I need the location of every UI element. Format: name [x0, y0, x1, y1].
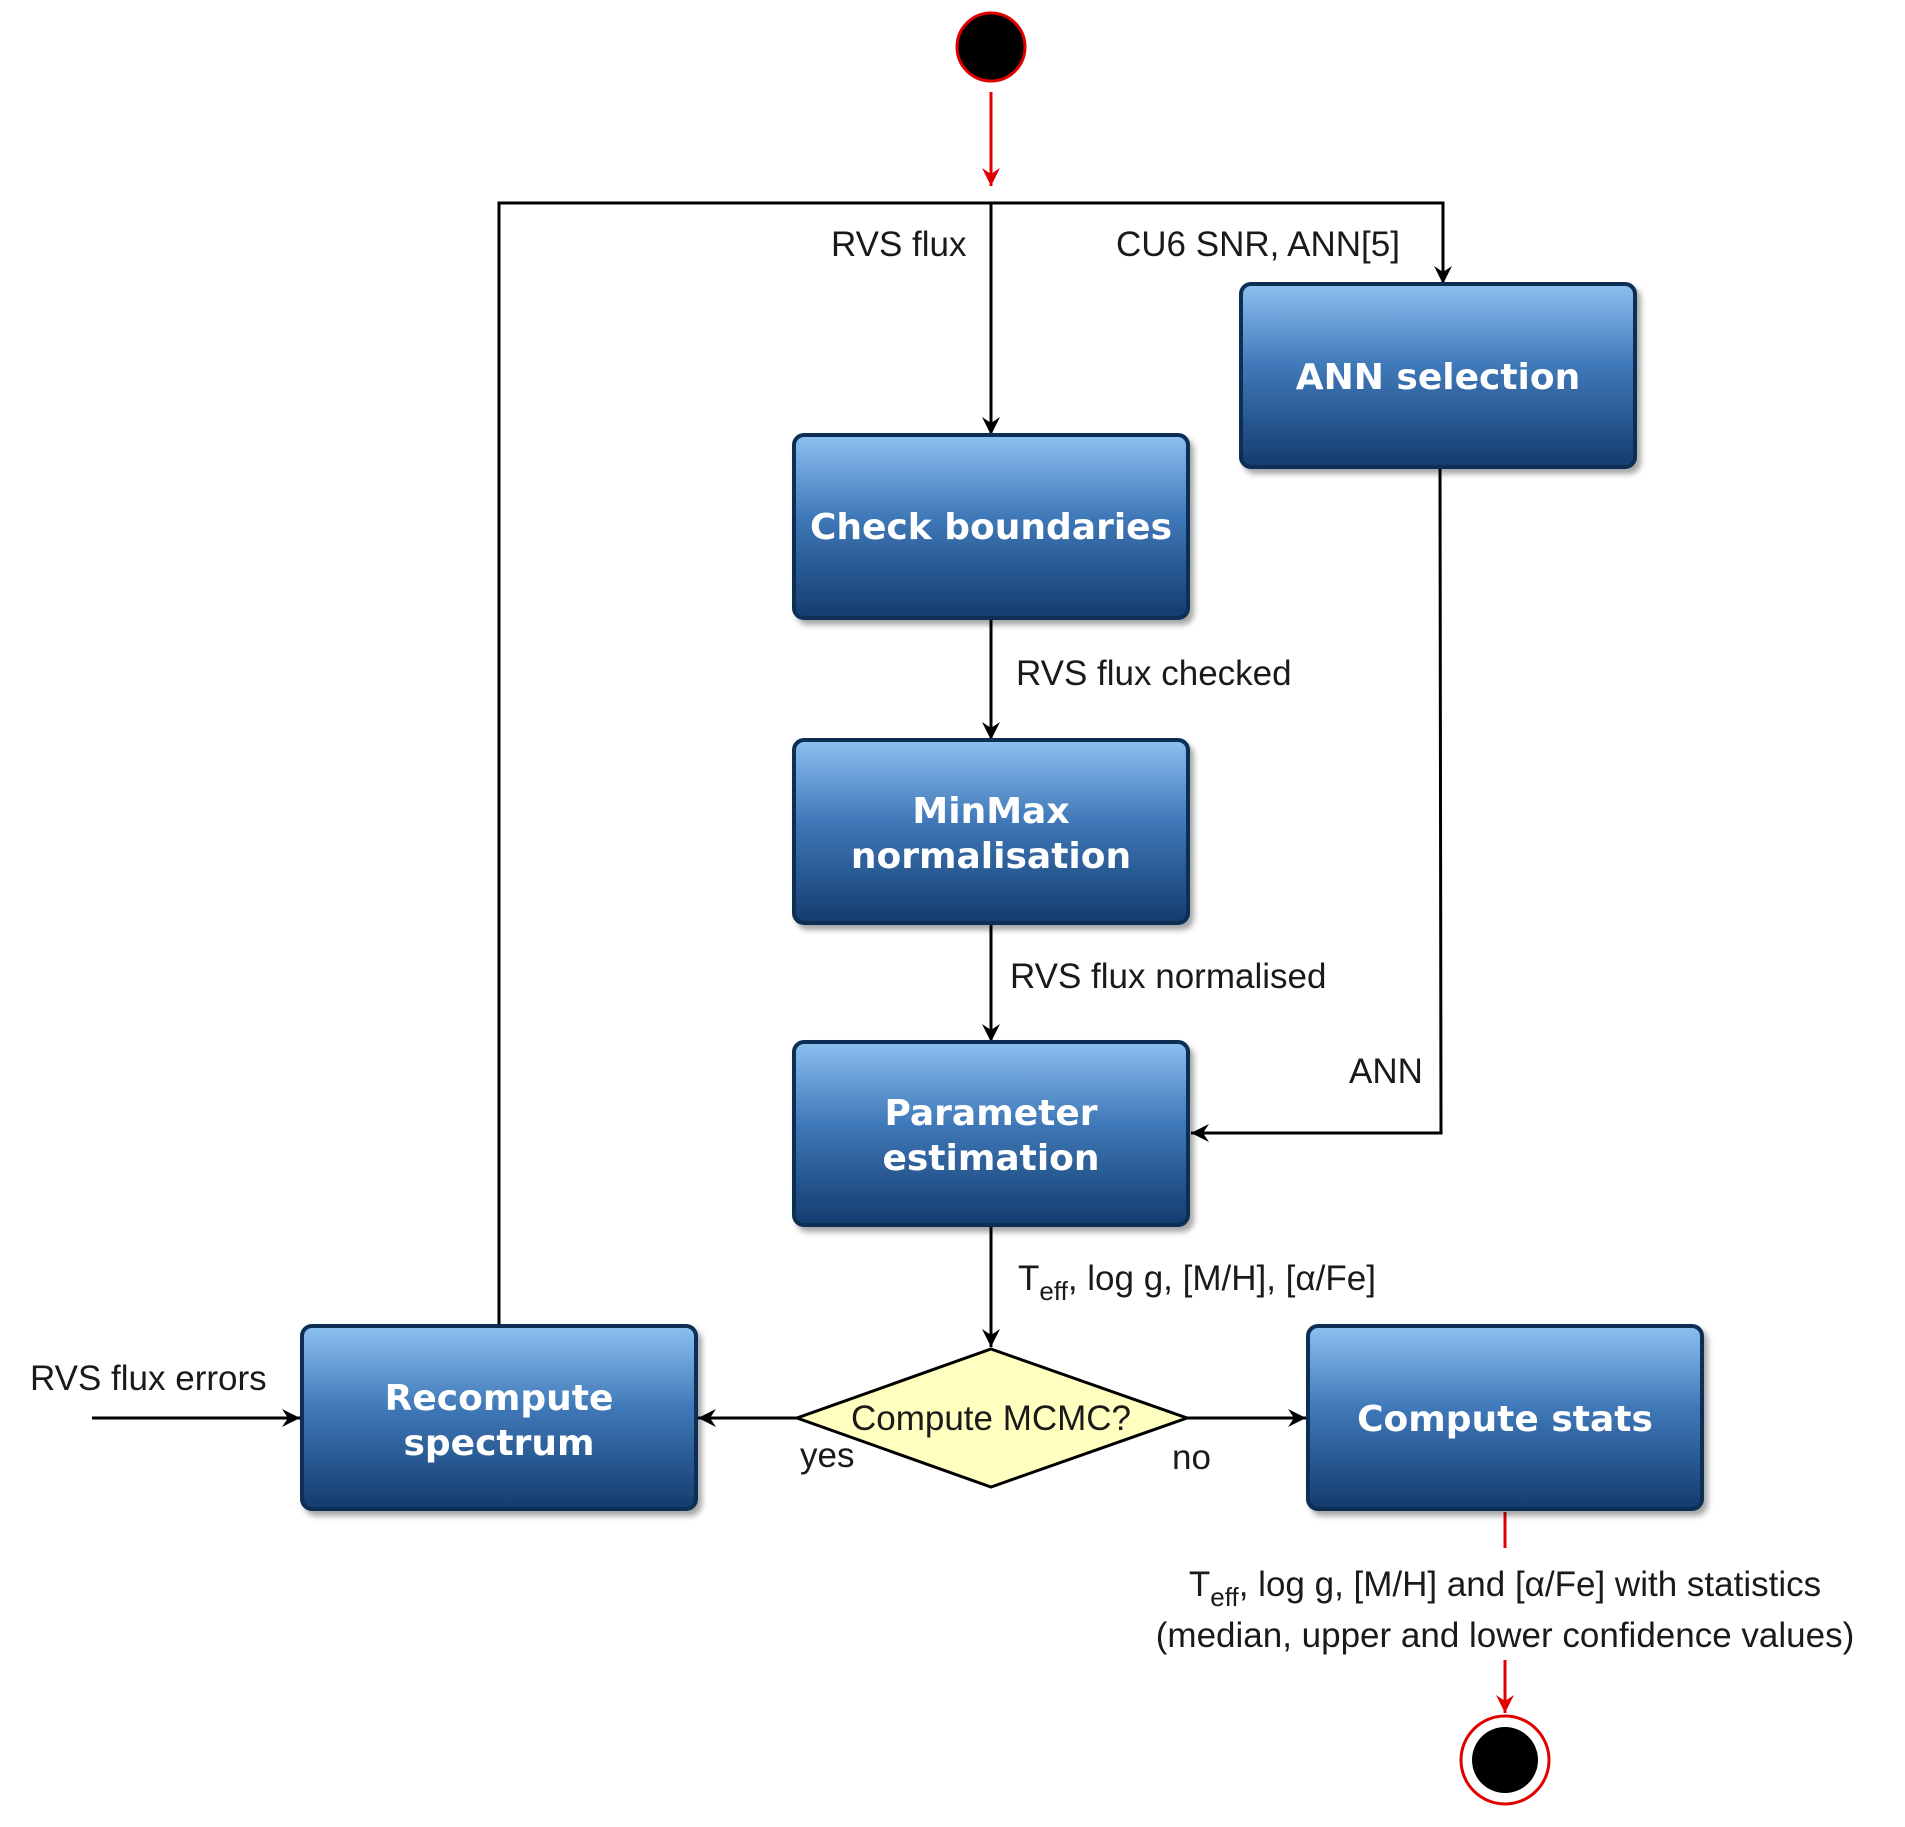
decision-node[interactable]: Compute MCMC? — [792, 1347, 1192, 1489]
label-cu6-snr: CU6 SNR, ANN[5] — [1116, 225, 1400, 264]
decision-label: Compute MCMC? — [851, 1399, 1131, 1438]
edge-ann — [1191, 467, 1443, 1142]
recompute-spectrum-box[interactable]: Recompute spectrum — [300, 1324, 698, 1511]
label-rvs-flux: RVS flux — [831, 225, 967, 264]
edges — [92, 92, 1514, 1713]
label-yes: yes — [800, 1436, 854, 1475]
label-rvs-flux-normalised: RVS flux normalised — [1010, 957, 1326, 996]
compute-stats-label: Compute stats — [1357, 1399, 1653, 1440]
label-no: no — [1172, 1438, 1211, 1477]
edge-top-bar — [497, 201, 1452, 1325]
parameter-label-line2: estimation — [882, 1138, 1099, 1179]
compute-stats-box[interactable]: Compute stats — [1306, 1324, 1704, 1511]
recompute-label-line1: Recompute — [385, 1378, 614, 1419]
label-output-line1: Teff, log g, [M/H] and [α/Fe] with stati… — [1189, 1565, 1821, 1612]
ann-selection-label: ANN selection — [1296, 357, 1581, 398]
recompute-label-line2: spectrum — [403, 1423, 594, 1464]
label-rvs-flux-checked: RVS flux checked — [1016, 654, 1292, 693]
label-params: Teff, log g, [M/H], [α/Fe] — [1018, 1259, 1376, 1306]
start-node — [955, 11, 1027, 83]
ann-selection-box[interactable]: ANN selection — [1239, 282, 1637, 469]
minmax-label-line1: MinMax — [912, 791, 1069, 832]
label-output-line2: (median, upper and lower confidence valu… — [1156, 1616, 1854, 1655]
label-rvs-flux-errors: RVS flux errors — [30, 1359, 267, 1398]
parameter-estimation-box[interactable]: Parameter estimation — [792, 1040, 1190, 1227]
check-boundaries-box[interactable]: Check boundaries — [792, 433, 1190, 620]
minmax-label-line2: normalisation — [851, 836, 1131, 877]
check-boundaries-label: Check boundaries — [810, 507, 1172, 548]
minmax-normalisation-box[interactable]: MinMax normalisation — [792, 738, 1190, 925]
label-ann: ANN — [1349, 1052, 1423, 1091]
parameter-label-line1: Parameter — [884, 1093, 1097, 1134]
end-node — [1459, 1714, 1551, 1806]
